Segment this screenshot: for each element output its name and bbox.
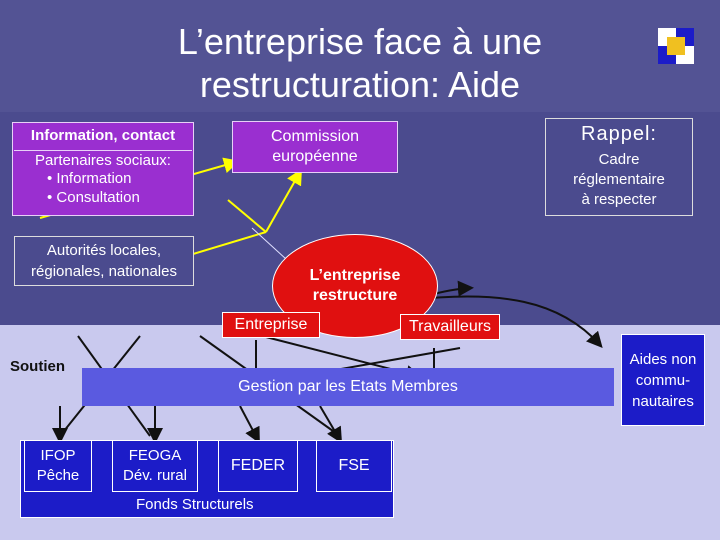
black-arrow-line bbox=[409, 295, 603, 348]
divider bbox=[14, 150, 192, 151]
restructure-line-1: L’entreprise bbox=[309, 267, 401, 284]
commission-line-1: Commission bbox=[270, 128, 359, 145]
aides-line-2: commu- bbox=[635, 371, 691, 389]
autorites-line-2: régionales, nationales bbox=[31, 263, 177, 280]
fonds-structurels-label: Fonds Structurels bbox=[136, 496, 254, 513]
entreprise-label: Entreprise bbox=[222, 312, 320, 338]
ifop-line-2: Pêche bbox=[36, 467, 80, 484]
partenaires-item: • Consultation bbox=[47, 189, 140, 206]
title-line-2: restructuration: Aide bbox=[199, 64, 521, 105]
soutien-label: Soutien bbox=[10, 358, 65, 375]
commission-line-2: européenne bbox=[272, 148, 358, 165]
title-band bbox=[0, 0, 720, 112]
aides-box: Aides non commu- nautaires bbox=[621, 334, 705, 426]
autorites-box: Autorités locales, régionales, nationale… bbox=[14, 236, 194, 286]
travailleurs-label: Travailleurs bbox=[400, 314, 500, 340]
fund-fse: FSE bbox=[316, 440, 392, 492]
yellow-arrow-line bbox=[265, 168, 302, 233]
fund-feoga: FEOGA Dév. rural bbox=[112, 440, 198, 492]
autorites-line-1: Autorités locales, bbox=[46, 242, 162, 259]
partenaires-list: • Information • Consultation bbox=[47, 169, 193, 207]
info-panel: Information, contact Partenaires sociaux… bbox=[12, 122, 194, 216]
partenaires-heading: Partenaires sociaux: bbox=[35, 152, 171, 169]
commission-box: Commission européenne bbox=[232, 121, 398, 173]
logo-icon bbox=[658, 28, 694, 64]
ifop-line-1: IFOP bbox=[40, 447, 76, 464]
feoga-line-1: FEOGA bbox=[128, 447, 182, 464]
rappel-line-3: à respecter bbox=[581, 191, 657, 208]
aides-line-1: Aides non bbox=[629, 350, 697, 368]
fund-ifop: IFOP Pêche bbox=[24, 440, 92, 492]
partenaires-item: • Information bbox=[47, 170, 132, 187]
aides-line-3: nautaires bbox=[632, 392, 694, 410]
info-label: Information, contact bbox=[30, 127, 176, 144]
slide-title: L’entreprise face à une restructuration:… bbox=[60, 20, 660, 106]
rappel-box: Rappel: Cadre réglementaire à respecter bbox=[545, 118, 693, 216]
fund-feder: FEDER bbox=[218, 440, 298, 492]
rappel-heading: Rappel: bbox=[581, 123, 657, 145]
feoga-line-2: Dév. rural bbox=[123, 467, 187, 484]
rappel-line-2: réglementaire bbox=[573, 171, 665, 188]
black-arrow-line bbox=[239, 405, 260, 444]
rappel-line-1: Cadre bbox=[598, 151, 640, 168]
title-line-1: L’entreprise face à une bbox=[177, 21, 543, 62]
yellow-arrow-line bbox=[227, 199, 267, 233]
restructure-line-2: restructure bbox=[312, 287, 398, 304]
gestion-bar: Gestion par les Etats Membres bbox=[82, 368, 614, 406]
